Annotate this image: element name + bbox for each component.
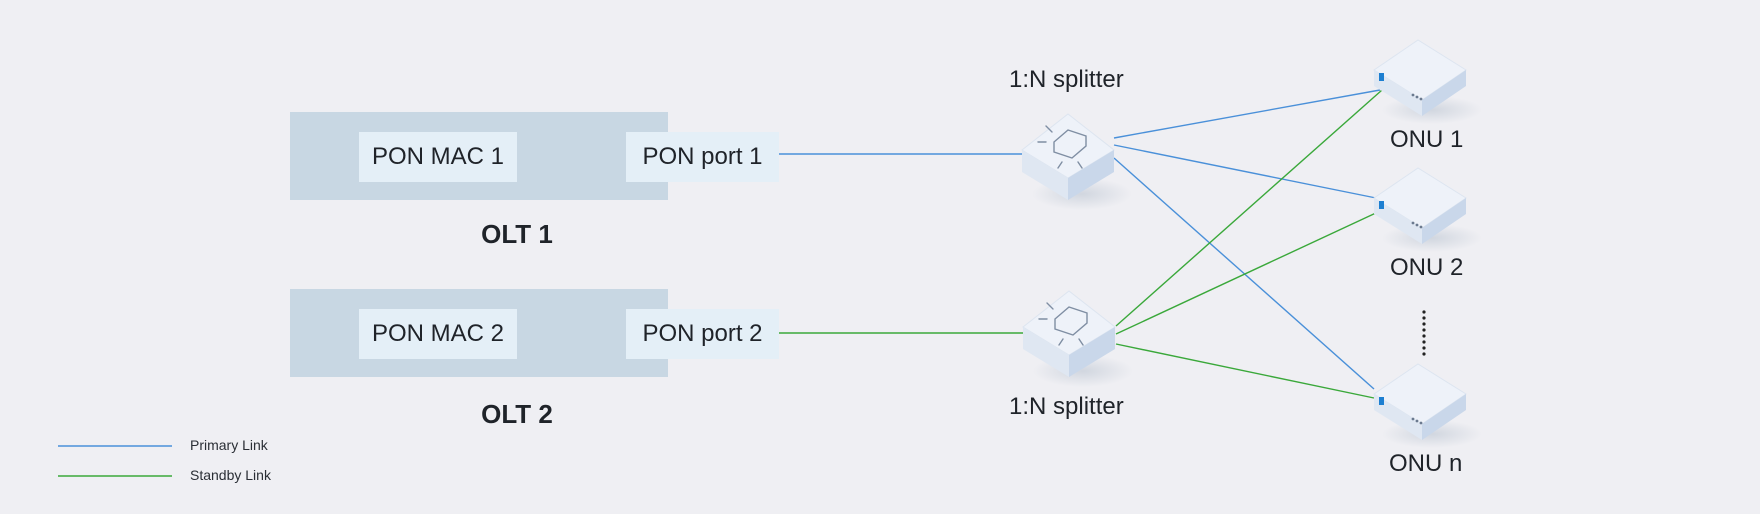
primary-link-onu2	[1113, 144, 1377, 199]
onun-label: ONU n	[1389, 450, 1463, 477]
onu-device-icon	[1373, 363, 1482, 448]
primary-link-onun	[1113, 157, 1375, 390]
standby-link-onu2	[1115, 211, 1379, 335]
olt1-label: OLT 1	[481, 219, 553, 249]
legend-primary-label: Primary Link	[190, 437, 268, 453]
olt1-pon-port: PON port 1	[626, 132, 779, 182]
onu1-label: ONU 1	[1390, 126, 1464, 153]
legend-standby-label: Standby Link	[190, 467, 271, 483]
splitter-cube-icon	[1022, 290, 1133, 387]
olt2-label: OLT 2	[481, 399, 553, 429]
olt2-pon-mac: PON MAC 2	[359, 309, 517, 359]
primary-link-onu1	[1113, 89, 1381, 139]
olt2-pon-port: PON port 2	[626, 309, 779, 359]
splitter1-label: 1:N splitter	[1009, 66, 1124, 93]
vertical-ellipsis-icon	[1422, 310, 1426, 356]
onu-device-icon	[1373, 39, 1482, 124]
splitter-cube-icon	[1021, 113, 1132, 210]
olt1-pon-mac: PON MAC 1	[359, 132, 517, 182]
standby-link-onun	[1115, 343, 1375, 399]
standby-link-onu1	[1115, 89, 1383, 327]
onu2-label: ONU 2	[1390, 254, 1464, 281]
splitter2-label: 1:N splitter	[1009, 393, 1124, 420]
onu-device-icon	[1373, 167, 1482, 252]
